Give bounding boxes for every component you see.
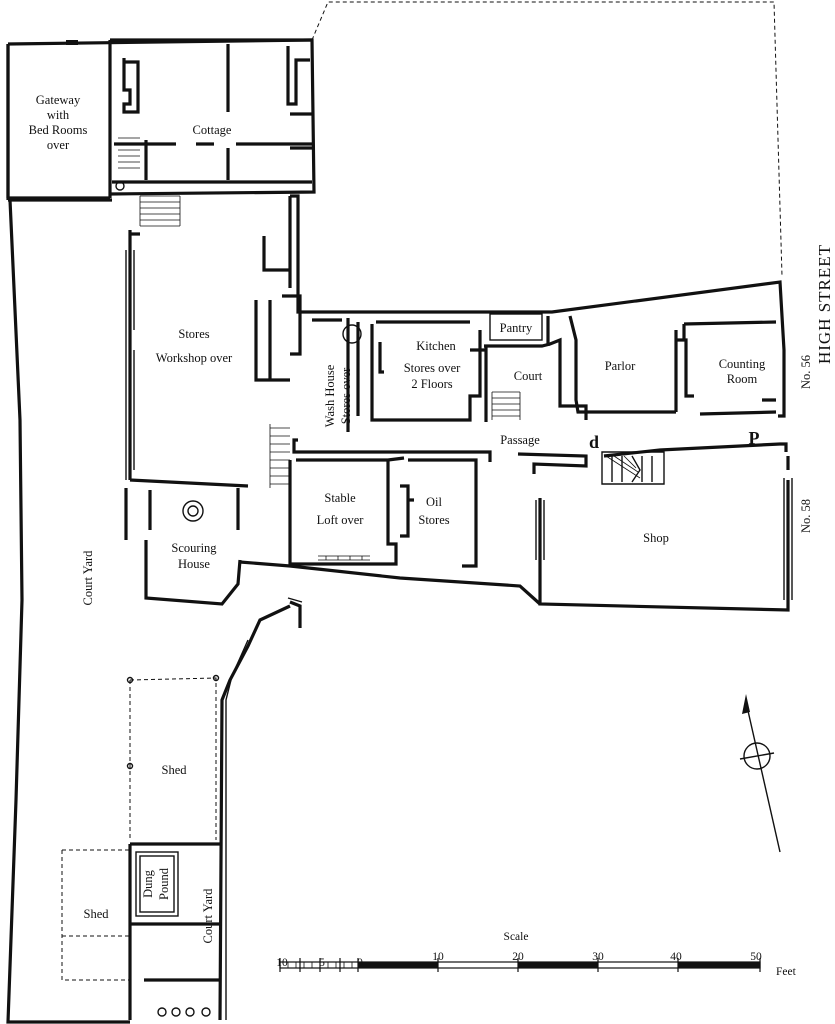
scale-bar (279, 958, 761, 972)
outside-steps (139, 195, 181, 227)
stores-walls (128, 196, 302, 488)
no58-label: No. 58 (799, 499, 813, 533)
scouring-label-1: Scouring (171, 541, 217, 555)
scouring-house-walls (124, 488, 242, 606)
stable-stair (269, 424, 290, 488)
kitchen-stores-label-2: 2 Floors (411, 377, 452, 391)
south-boundary (218, 560, 542, 1021)
south-boundary-outer (225, 597, 303, 1020)
cottage-walls (109, 38, 316, 196)
counting-room-label-2: Room (727, 372, 758, 386)
kitchen-stores-label-1: Stores over (404, 361, 461, 375)
stable-hay-rack (318, 555, 370, 561)
stable-label-2: Loft over (317, 513, 365, 527)
shop-front-window (783, 478, 793, 600)
scale-tick-40: 40 (670, 951, 682, 963)
court-label: Court (514, 369, 543, 383)
scouring-copper (182, 500, 204, 522)
gateway-label-4: over (47, 138, 70, 152)
stable-label-1: Stable (324, 491, 356, 505)
scale-unit: Feet (776, 966, 797, 978)
stores-label: Stores (178, 327, 209, 341)
stair-winder (605, 455, 641, 479)
shop-label: Shop (643, 531, 669, 545)
kitchen-block-walls (290, 194, 540, 432)
scale-tick-30: 30 (592, 951, 604, 963)
stable-walls (288, 456, 478, 568)
shed-post-2 (212, 674, 220, 682)
dung-label: Dung (141, 869, 155, 898)
dung-pound-inner (139, 855, 175, 913)
stores-side-windows (125, 250, 135, 480)
well-2 (171, 1007, 181, 1017)
north-arrow (739, 694, 781, 853)
gateway-label-3: Bed Rooms (29, 123, 88, 137)
upper-shed-outline (129, 677, 217, 840)
workshop-label: Workshop over (156, 351, 233, 365)
kitchen-label: Kitchen (416, 339, 456, 353)
well-3 (185, 1007, 195, 1017)
cottage-stair (118, 137, 140, 169)
scale-tick-20: 20 (512, 951, 524, 963)
gateway-vent-1 (66, 40, 78, 45)
counting-room-label-1: Counting (719, 357, 766, 371)
oil-stores-label-1: Oil (426, 495, 443, 509)
marker-p: P (749, 428, 760, 448)
court-yard-lower-label: Court Yard (201, 888, 215, 944)
lower-structure-walls (128, 842, 222, 1020)
cottage-label: Cottage (193, 123, 232, 137)
lower-shed-outline (61, 849, 130, 981)
shed-lower-label: Shed (84, 907, 110, 921)
court-yard-left-label: Court Yard (81, 550, 95, 606)
property-boundary-dotted (311, 1, 783, 277)
dung-pound-box (135, 851, 179, 917)
cottage-copper (115, 181, 125, 191)
gateway-label-1: Gateway (36, 93, 81, 107)
gateway-walls (6, 40, 112, 200)
shed-post-3 (126, 762, 134, 770)
scale-tick-10: 10 (432, 951, 444, 963)
court-walls (484, 337, 588, 422)
well-1 (157, 1007, 167, 1017)
scale-title: Scale (504, 931, 529, 943)
passage-walls (292, 438, 788, 474)
scale-tick-10-left: 10 (276, 957, 288, 969)
scale-tick-5: 5 (319, 957, 325, 969)
scale-tick-50: 50 (750, 951, 762, 963)
no56-label: No. 56 (799, 355, 813, 389)
pantry-box (489, 313, 543, 341)
marker-d: d (589, 432, 599, 452)
passage-label: Passage (500, 433, 540, 447)
shop-side-window (535, 500, 545, 560)
gateway-label-2: with (47, 108, 70, 122)
stair-main (601, 451, 665, 485)
pantry-label: Pantry (500, 321, 533, 335)
parlor-walls (540, 280, 786, 418)
wash-copper (342, 324, 362, 344)
scouring-copper-inner (187, 505, 199, 517)
court-stair (491, 391, 521, 420)
oil-stores-label-2: Stores (418, 513, 449, 527)
scouring-label-2: House (178, 557, 210, 571)
scale-tick-0: 0 (357, 957, 363, 969)
parlor-label: Parlor (605, 359, 636, 373)
well-4 (201, 1007, 211, 1017)
pound-label: Pound (157, 867, 171, 900)
wash-house-label: Wash House (323, 364, 337, 427)
shed-upper-label: Shed (162, 763, 188, 777)
stores-over-label: Stores over (339, 367, 353, 424)
shed-post-1 (126, 676, 134, 684)
high-street-label: HIGH STREET (815, 244, 834, 364)
shop-walls (538, 456, 790, 612)
